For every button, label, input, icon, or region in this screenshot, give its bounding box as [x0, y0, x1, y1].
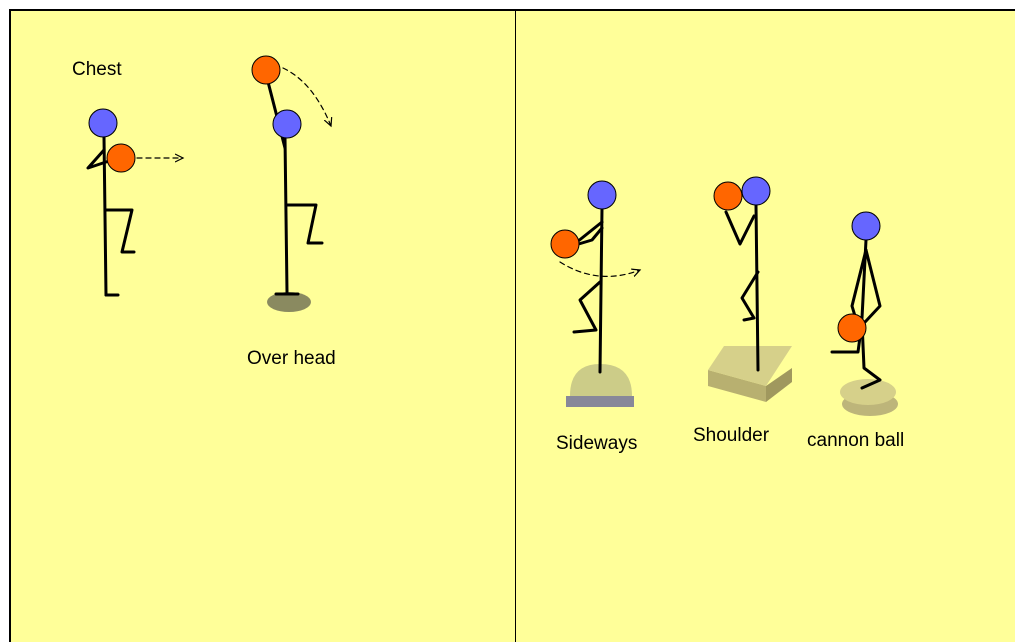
label-sideways: Sideways: [556, 434, 637, 453]
over-head-bent-leg: [286, 205, 322, 243]
cannon-ball-figure: [832, 212, 898, 416]
cannon-ball-pad-top: [840, 379, 896, 405]
sideways-head-icon: [588, 181, 616, 209]
over-head-head-icon: [273, 110, 301, 138]
shoulder-figure: [708, 177, 792, 402]
over-head-ball-icon: [252, 56, 280, 84]
shoulder-body-line: [756, 205, 758, 370]
cannon-ball-head-icon: [852, 212, 880, 240]
sideways-body-line: [600, 208, 602, 372]
shoulder-arm: [726, 212, 754, 244]
chest-pass-figure: [88, 109, 183, 295]
sideways-pad-base: [566, 396, 634, 407]
label-chest: Chest: [72, 60, 122, 79]
label-shoulder: Shoulder: [693, 426, 769, 445]
over-head-body-line: [285, 138, 287, 292]
over-head-figure: [252, 56, 331, 312]
shoulder-ball-icon: [714, 182, 742, 210]
label-cannon-ball: cannon ball: [807, 431, 904, 450]
sideways-figure: [551, 181, 640, 407]
shoulder-head-icon: [742, 177, 770, 205]
sideways-ball-icon: [551, 230, 579, 258]
chest-head-icon: [89, 109, 117, 137]
label-over-head: Over head: [247, 349, 336, 368]
cannon-ball-ball-icon: [838, 314, 866, 342]
chest-ball-icon: [107, 144, 135, 172]
sideways-bent-leg: [574, 282, 600, 332]
chest-bent-leg: [106, 210, 134, 252]
